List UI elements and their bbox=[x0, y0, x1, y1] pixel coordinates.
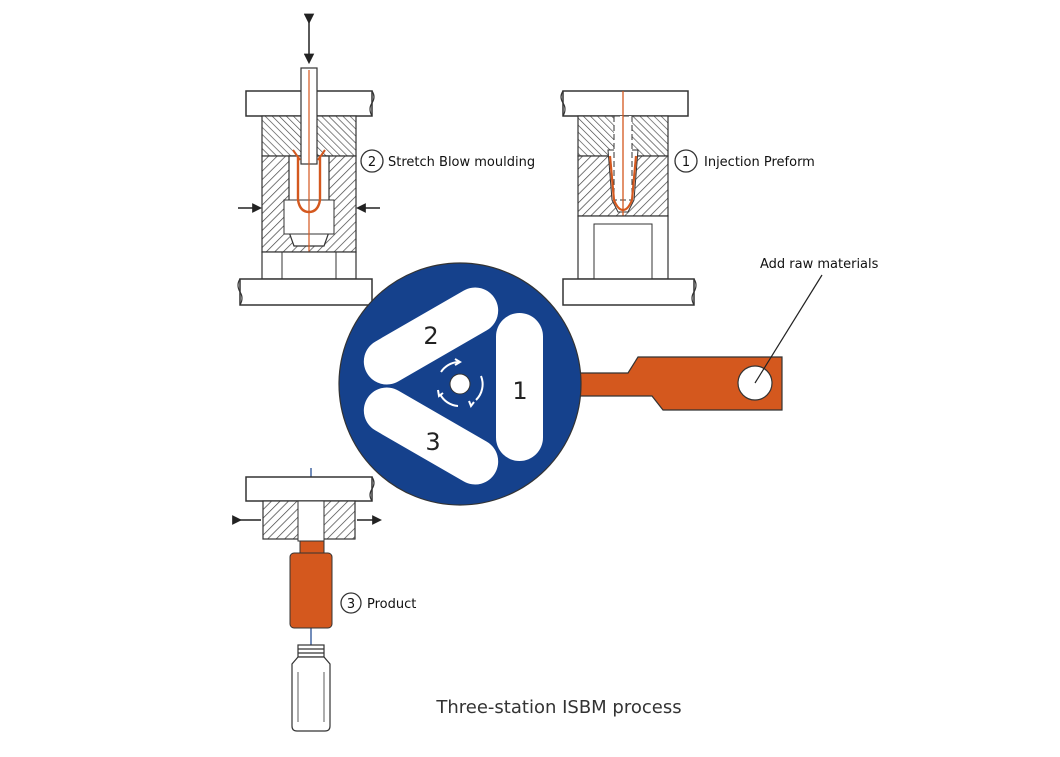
feed-label: Add raw materials bbox=[760, 257, 879, 272]
station-3-ejection: 3 Product bbox=[232, 468, 416, 732]
finished-bottle bbox=[291, 644, 331, 732]
turntable-slot-2 bbox=[363, 287, 499, 385]
product-bottle bbox=[289, 552, 333, 629]
turntable-slot-1 bbox=[496, 313, 543, 461]
raw-material-feed: Add raw materials bbox=[574, 257, 879, 411]
station-3-label: Product bbox=[367, 597, 416, 612]
station-3-number: 3 bbox=[347, 597, 355, 612]
turntable-hub bbox=[449, 373, 471, 395]
slot-3-number: 3 bbox=[425, 428, 440, 456]
station-1-injection-mould: 1 Injection Preform bbox=[560, 90, 815, 306]
station-1-number: 1 bbox=[682, 155, 690, 170]
slot-1-number: 1 bbox=[512, 377, 527, 405]
station-3-number-circle bbox=[340, 592, 362, 614]
station-1-label: Injection Preform bbox=[704, 155, 815, 170]
turntable: 1 2 3 bbox=[338, 262, 582, 506]
diagram-caption: Three-station ISBM process bbox=[435, 697, 681, 718]
feed-pointer-line bbox=[754, 274, 823, 384]
station-2-blow-mould: 2 Stretch Blow moulding bbox=[237, 13, 535, 306]
slot-2-number: 2 bbox=[423, 322, 438, 350]
station-2-number: 2 bbox=[368, 155, 376, 170]
rotation-arrows-icon bbox=[437, 358, 484, 409]
turntable-slot-3 bbox=[363, 387, 499, 485]
station-2-label: Stretch Blow moulding bbox=[388, 155, 535, 170]
station-1-number-circle bbox=[674, 149, 698, 173]
station-2-number-circle bbox=[360, 149, 384, 173]
